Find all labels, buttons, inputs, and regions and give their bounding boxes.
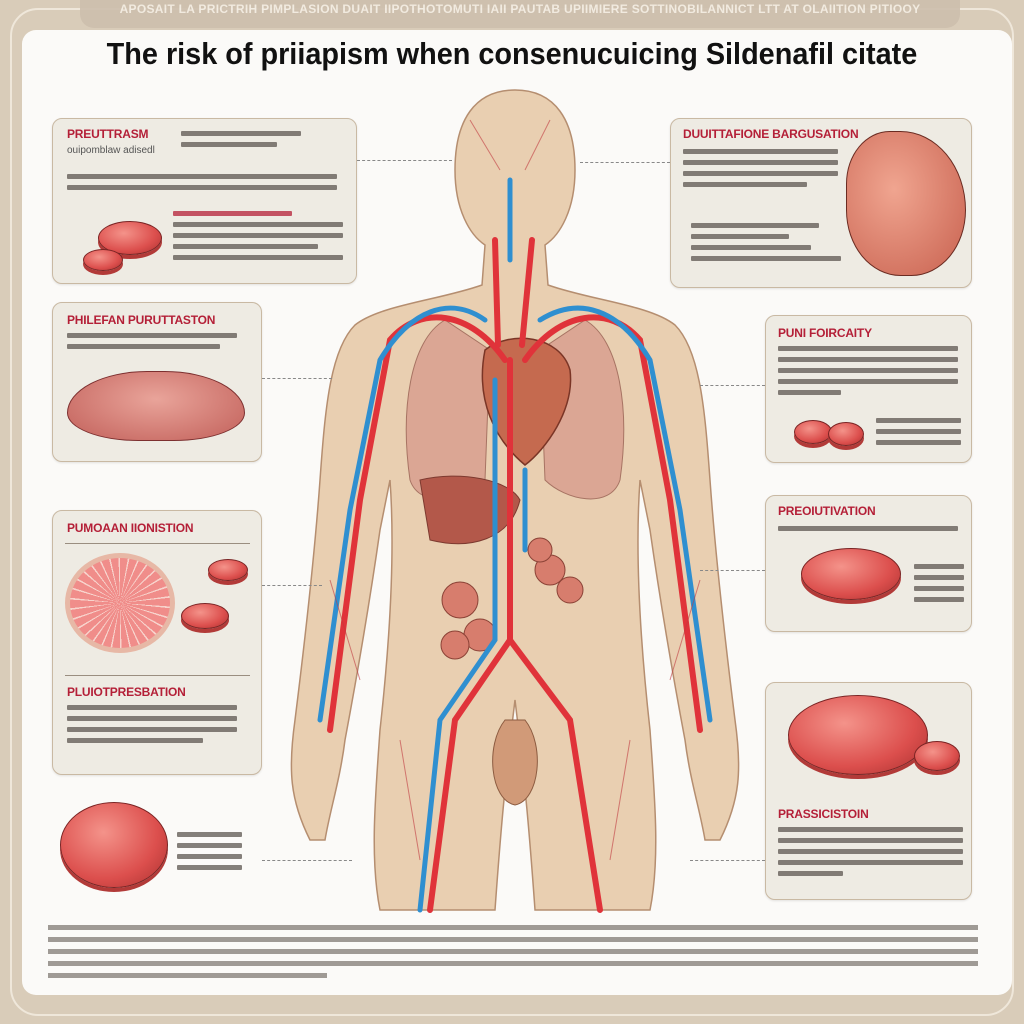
capillaries xyxy=(329,119,701,861)
connector-line xyxy=(700,385,765,386)
connector-line xyxy=(262,860,352,861)
pill-icon xyxy=(788,695,928,775)
panel-heading: PHILEFAN PURUTTASTON xyxy=(67,313,216,327)
intestine-icon xyxy=(846,131,966,276)
connector-line xyxy=(262,585,322,586)
panel-lower-left: PUMOAAN IIONISTION PLUIOTPRESBATION xyxy=(52,510,262,775)
anatomy-figure xyxy=(290,89,740,913)
panel-heading: PLUIOTPRESBATION xyxy=(67,685,186,699)
connector-line xyxy=(580,162,670,163)
panel-heading: PUMOAAN IIONISTION xyxy=(67,521,194,535)
panel-heading: PRASSICISTOIN xyxy=(778,807,869,821)
pill-icon xyxy=(181,603,229,629)
pill-icon xyxy=(801,548,901,600)
panel-mid-right: PUNI FOIRCAITY xyxy=(765,315,972,463)
pill-icon xyxy=(914,741,960,771)
veins xyxy=(317,177,713,913)
pill-icon xyxy=(60,802,168,888)
connector-line xyxy=(357,160,452,161)
panel-heading: PREOIUTIVATION xyxy=(778,504,876,518)
arteries xyxy=(327,237,703,913)
page-title: The risk of priiapism when consenucuicin… xyxy=(106,36,918,71)
bladder xyxy=(492,719,538,806)
connector-line xyxy=(262,378,332,379)
connector-line xyxy=(700,570,765,571)
panel-heading: PREUTTRASM xyxy=(67,127,149,141)
pill-icon xyxy=(208,559,248,581)
panel-bottom-left xyxy=(52,792,262,907)
kidney-icon xyxy=(67,371,245,441)
panel-top-left: PREUTTRASM ouipomblaw adisedl xyxy=(52,118,357,284)
panel-lower-right: PREOIUTIVATION xyxy=(765,495,972,632)
panel-mid-left: PHILEFAN PURUTTASTON xyxy=(52,302,262,462)
panel-top-right: DUUITTAFIONE BARGUSATION xyxy=(670,118,972,288)
fruit-slice-icon xyxy=(65,553,175,653)
pill-icon xyxy=(83,249,123,271)
heart-icon xyxy=(481,337,572,466)
intestine-icon xyxy=(440,537,584,660)
panel-bottom-right: PRASSICISTOIN xyxy=(765,682,972,900)
panel-heading: DUUITTAFIONE BARGUSATION xyxy=(683,127,859,141)
footer-text-block xyxy=(48,925,978,985)
panel-heading: PUNI FOIRCAITY xyxy=(778,326,872,340)
pill-icon xyxy=(794,420,832,444)
pill-icon xyxy=(828,422,864,446)
connector-line xyxy=(690,860,765,861)
top-banner: APOSAIT LA PRICTRIH PIMPLASION DUAIT IIP… xyxy=(80,0,960,28)
panel-subheading: ouipomblaw adisedl xyxy=(67,145,155,156)
